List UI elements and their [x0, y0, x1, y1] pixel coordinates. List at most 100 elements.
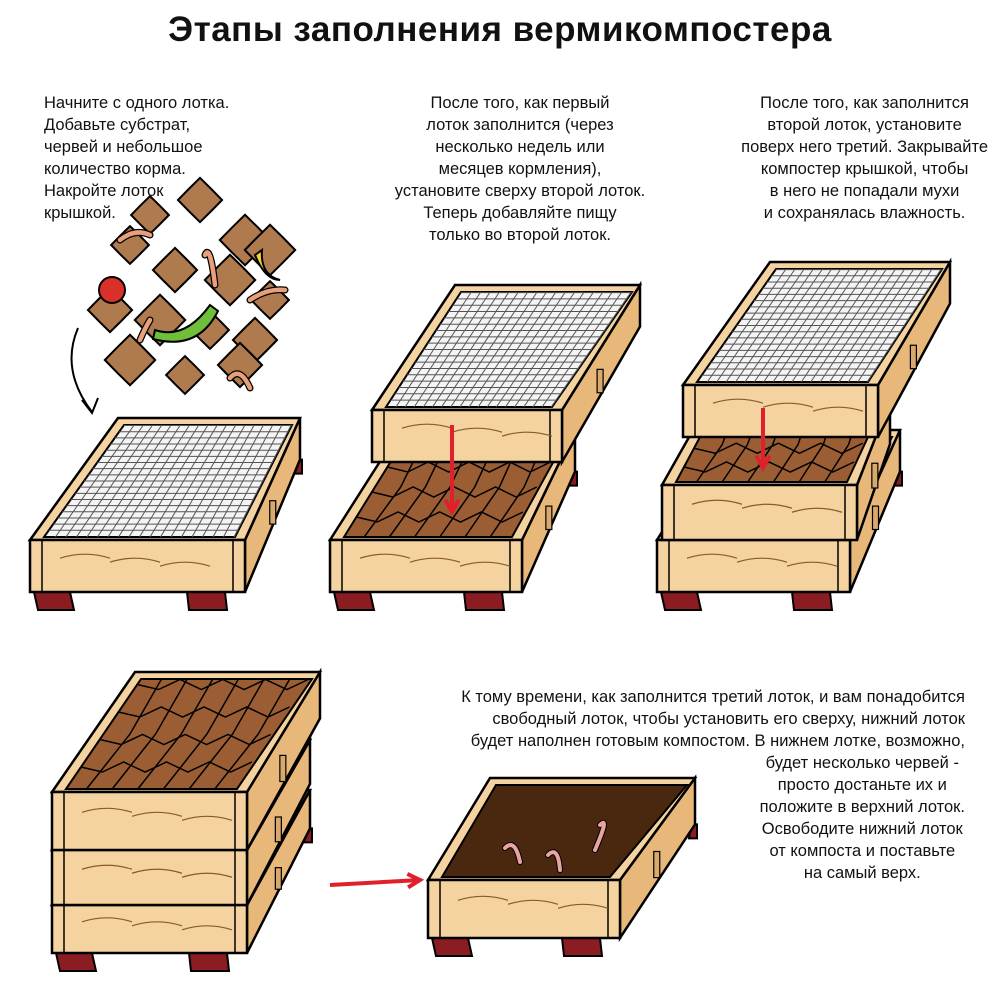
wood-grain: [131, 868, 183, 874]
text-line: Теперь добавляйте пищу: [423, 204, 617, 222]
mesh-line: [550, 291, 632, 408]
tray-handle: [596, 368, 604, 394]
compost-crack: [683, 461, 855, 473]
curved-arrow-icon: [70, 327, 93, 413]
mesh-line: [847, 268, 924, 383]
text-line: установите сверху второй лоток.: [394, 182, 646, 200]
wood-grain: [81, 917, 133, 923]
wood-grain: [791, 507, 843, 513]
arrow-head: [406, 872, 425, 890]
worm-icon: [247, 287, 288, 303]
text-line: К тому времени, как заполнится третий ло…: [461, 688, 965, 706]
tray-handle: [909, 344, 918, 370]
wood-grain: [786, 561, 838, 567]
cucumber-peel-icon: [151, 303, 220, 343]
text-line: Накройте лоток: [44, 182, 164, 200]
tray-front: [28, 538, 247, 594]
mesh-line: [532, 291, 613, 408]
arrow-head: [443, 498, 461, 517]
wood-grain: [401, 423, 453, 429]
text-line: Освободите нижний лоток: [761, 820, 963, 838]
wood-grain: [557, 903, 609, 909]
page-title: Этапы заполнения вермикомпостера: [168, 10, 832, 49]
mesh-line: [202, 424, 264, 538]
compost-crack: [99, 733, 272, 746]
tray-handle: [269, 500, 277, 525]
step1-text: Начните с одного лотка. Добавьте субстра…: [44, 92, 229, 224]
text-line: положите в верхний лоток.: [759, 798, 965, 816]
food-scrap: [203, 253, 257, 307]
step4-text-side: будет несколько червей - просто достаньт…: [760, 752, 965, 884]
compost-crack: [137, 678, 214, 790]
compost-crack: [137, 678, 309, 691]
tray-front: [50, 848, 249, 907]
tray-foot: [462, 591, 506, 611]
tray-foot: [790, 591, 834, 611]
text-line: червей и небольшое: [44, 138, 203, 156]
text-line: Добавьте субстрат,: [44, 116, 191, 134]
tray-foot: [185, 591, 229, 611]
tray-foot: [659, 591, 703, 611]
mesh-line: [541, 291, 623, 408]
text-line: После того, как первый: [430, 94, 610, 112]
wood-grain: [501, 431, 553, 437]
worm-icon: [202, 250, 218, 288]
tray-handle: [545, 505, 553, 531]
wood-grain: [507, 899, 559, 905]
tray-interior: [440, 784, 690, 878]
tray-handle: [279, 754, 287, 783]
text-line: на самый верх.: [803, 864, 921, 882]
compost-crack: [85, 678, 163, 790]
tray: [425, 774, 698, 957]
tray-front: [50, 790, 249, 852]
compost-crack: [188, 678, 265, 790]
step2-text: После того, как первый лоток заполнится …: [360, 92, 680, 246]
tray-foot: [32, 591, 76, 611]
tray-interior: [64, 678, 314, 790]
apple-core-icon: [98, 276, 126, 304]
wood-grain: [686, 553, 738, 559]
tray-front: [426, 878, 622, 940]
step4-text-top: К тому времени, как заполнится третий ло…: [461, 686, 965, 752]
compost-crack: [693, 442, 864, 455]
food-scrap: [164, 354, 206, 396]
tray-front: [660, 483, 859, 542]
tray-handle: [274, 867, 282, 890]
text-line: просто достаньте их и: [777, 776, 947, 794]
tray-front: [328, 538, 524, 594]
wood-grain: [459, 561, 511, 567]
compost-crack: [118, 706, 290, 718]
mesh-line: [838, 268, 915, 383]
worm-icon: [227, 371, 253, 391]
wood-grain: [159, 561, 211, 567]
wood-grain: [181, 815, 233, 821]
compost-crack: [214, 678, 291, 790]
tray-handle: [653, 850, 661, 879]
text-line: месяцев кормления),: [438, 160, 602, 178]
tray-foot: [560, 937, 604, 957]
compost-crack: [356, 511, 524, 523]
food-scrap: [103, 333, 157, 387]
arrow-head: [754, 454, 772, 473]
tray-front: [50, 903, 249, 955]
tray-front: [370, 408, 564, 464]
tray-front: [655, 538, 852, 594]
mesh-line: [523, 291, 604, 408]
wood-grain: [457, 895, 509, 901]
food-scrap: [176, 176, 224, 224]
text-line: только во второй лоток.: [429, 226, 611, 244]
wood-grain: [736, 557, 788, 563]
wood-grain: [131, 921, 183, 927]
mesh-line: [866, 268, 942, 383]
text-line: крышкой.: [44, 204, 116, 222]
wood-grain: [109, 557, 161, 563]
mesh-line: [223, 424, 283, 538]
text-line: После того, как заполнится: [760, 94, 969, 112]
wood-grain: [181, 872, 233, 878]
red-arrow: [329, 872, 425, 890]
wood-grain: [691, 499, 743, 505]
tray: [659, 398, 892, 542]
banana-peel-icon: [253, 247, 281, 281]
tray-foot: [332, 591, 376, 611]
